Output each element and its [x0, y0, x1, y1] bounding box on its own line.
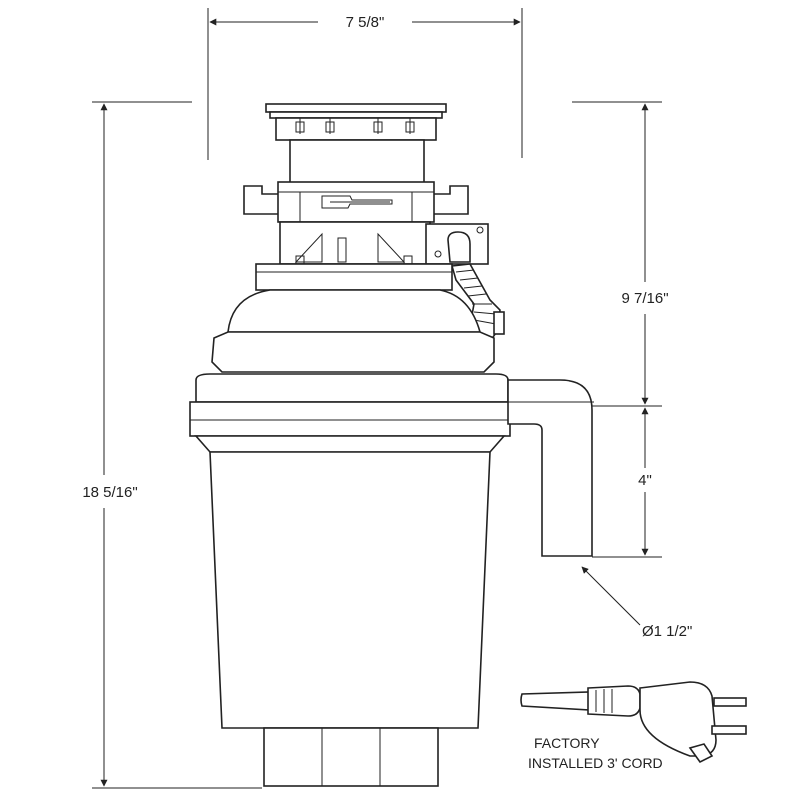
motor-shoulder — [211, 331, 495, 373]
power-cord-plug — [520, 681, 747, 764]
width-dimension: 7 5/8" — [207, 8, 523, 160]
upper-height-label: 9 7/16" — [621, 290, 668, 307]
housing-top-band — [255, 263, 453, 291]
cord-label-line2: INSTALLED 3' CORD — [528, 755, 663, 771]
base-feet — [263, 727, 439, 787]
outlet-height-label: 4" — [638, 472, 652, 489]
power-conduit — [450, 263, 505, 353]
chamber-bands — [189, 373, 511, 453]
width-label: 7 5/8" — [346, 14, 385, 31]
discharge-outlet — [507, 379, 593, 557]
cord-label-line1: FACTORY — [534, 735, 600, 751]
total-height-dimension: 18 5/16" — [82, 101, 262, 789]
mounting-neck — [289, 139, 425, 185]
upper-height-dimension: 9 7/16" — [512, 101, 669, 407]
lower-mount — [279, 221, 431, 265]
sink-flange — [265, 103, 447, 141]
disposer-unit — [189, 103, 594, 787]
outlet-height-dimension: 4" — [592, 407, 662, 558]
outlet-diameter-callout: Ø1 1/2" — [581, 566, 692, 640]
total-height-label: 18 5/16" — [82, 484, 137, 501]
motor-dome — [227, 289, 482, 333]
outlet-diameter-label: Ø1 1/2" — [642, 623, 692, 640]
motor-body — [209, 451, 491, 729]
mounting-ring — [243, 181, 469, 223]
electrical-box — [425, 223, 489, 265]
